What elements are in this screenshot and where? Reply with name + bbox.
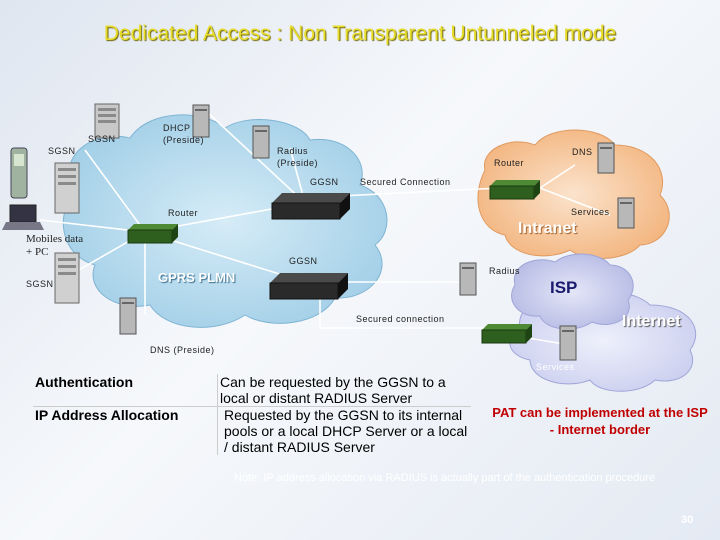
isp-label: ISP bbox=[550, 278, 578, 297]
services-intranet-server-icon bbox=[617, 197, 635, 229]
dns-label: DNS bbox=[572, 147, 593, 157]
mobile-phone-icon bbox=[10, 147, 28, 199]
dns-server-icon bbox=[597, 142, 615, 174]
page-title: Dedicated Access : Non Transparent Untun… bbox=[103, 22, 617, 45]
radius-preside-server-icon bbox=[252, 125, 270, 159]
table-row: IP Address Allocation Requested by the G… bbox=[33, 406, 471, 455]
sgsn-bottom-server-icon bbox=[54, 252, 80, 304]
radius-isp-label: Radius bbox=[489, 266, 521, 276]
router-isp-icon bbox=[481, 324, 532, 344]
ggsn-top-label: GGSN bbox=[310, 177, 339, 187]
router-intranet-label: Router bbox=[494, 158, 525, 168]
sgsn-top-label: SGSN bbox=[88, 134, 116, 144]
mobiles-pc-label: + PC bbox=[26, 246, 49, 258]
dns-preside-server-icon bbox=[119, 297, 137, 335]
gprs-plmn-label: GPRS PLMN bbox=[158, 270, 236, 285]
footnote: Note: IP address allocation via RADIUS i… bbox=[234, 472, 656, 484]
services-internet-label: Services bbox=[536, 362, 575, 372]
dhcp-label: DHCP bbox=[163, 123, 191, 133]
radius-preside-label: (Preside) bbox=[277, 158, 319, 168]
sgsn-bottom-label: SGSN bbox=[26, 279, 54, 289]
table-key-cell: IP Address Allocation bbox=[33, 406, 218, 455]
pat-note: PAT can be implemented at the ISP - Inte… bbox=[492, 405, 708, 437]
ggsn-top-icon bbox=[271, 193, 350, 220]
table-key-cell: Authentication bbox=[33, 374, 218, 407]
mobiles-data-label: Mobiles data bbox=[26, 233, 84, 245]
dhcp-server-icon bbox=[192, 104, 210, 138]
services-internet-server-icon bbox=[559, 325, 577, 361]
radius-label: Radius bbox=[277, 146, 309, 156]
router-intranet-icon bbox=[489, 180, 540, 200]
table-value-cell: Requested by the GGSN to its internal po… bbox=[224, 407, 468, 455]
router-left-label: Router bbox=[168, 208, 199, 218]
internet-label: Internet bbox=[622, 313, 681, 330]
sgsn-left-label: SGSN bbox=[48, 146, 76, 156]
router-left-icon bbox=[127, 224, 178, 244]
table-value-cell: Can be requested by the GGSN to a local … bbox=[217, 374, 471, 407]
page-number: 30 bbox=[681, 514, 694, 526]
table-row: Authentication Can be requested by the G… bbox=[33, 374, 471, 407]
ggsn-mid-icon bbox=[269, 273, 348, 300]
sgsn-top-server-icon bbox=[94, 103, 120, 139]
secured-connection-bottom-label: Secured connection bbox=[356, 314, 445, 324]
isp-cloud bbox=[511, 253, 634, 330]
services-intranet-label: Services bbox=[571, 207, 610, 217]
radius-isp-server-icon bbox=[459, 262, 477, 296]
secured-connection-top-label: Secured Connection bbox=[360, 177, 451, 187]
intranet-label: Intranet bbox=[518, 220, 577, 237]
dhcp-preside-label: (Preside) bbox=[163, 135, 205, 145]
laptop-icon bbox=[2, 204, 44, 230]
auth-table: Authentication Can be requested by the G… bbox=[33, 374, 471, 455]
sgsn-left-server-icon bbox=[54, 162, 80, 214]
ggsn-mid-label: GGSN bbox=[289, 256, 318, 266]
dns-preside-label: DNS (Preside) bbox=[150, 345, 215, 355]
